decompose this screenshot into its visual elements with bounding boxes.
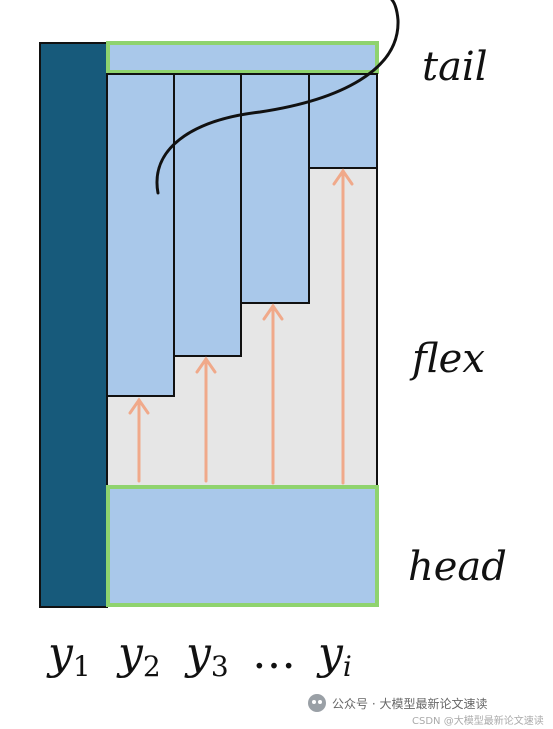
- arrow-yi: [332, 168, 354, 485]
- tail-block: [106, 41, 379, 74]
- y3-label: y3: [184, 628, 229, 683]
- wechat-icon: [308, 694, 326, 712]
- csdn-watermark: CSDN @大模型最新论文速读: [412, 716, 544, 727]
- flex-label: flex: [409, 336, 485, 382]
- head-block: [106, 485, 379, 607]
- head-label: head: [408, 544, 507, 590]
- arrow-y2: [128, 397, 150, 483]
- yi-label: yi: [316, 628, 352, 683]
- y1-column: [39, 42, 108, 608]
- ellipsis-label: …: [252, 628, 296, 679]
- axis-labels: y1 y2 y3 … yi: [46, 628, 352, 683]
- arrow-y3: [195, 356, 217, 483]
- watermark-text: 公众号 · 大模型最新论文速读: [332, 696, 488, 711]
- y1-label: y1: [46, 628, 91, 683]
- arrow-y4: [262, 303, 284, 485]
- y2-block: [106, 73, 175, 397]
- y2-label: y2: [116, 628, 161, 683]
- y3-block: [173, 73, 242, 357]
- tail-label: tail: [422, 44, 488, 90]
- watermark: 公众号 · 大模型最新论文速读: [308, 694, 487, 712]
- boundary-curve: [155, 0, 400, 195]
- yi-block: [308, 73, 378, 169]
